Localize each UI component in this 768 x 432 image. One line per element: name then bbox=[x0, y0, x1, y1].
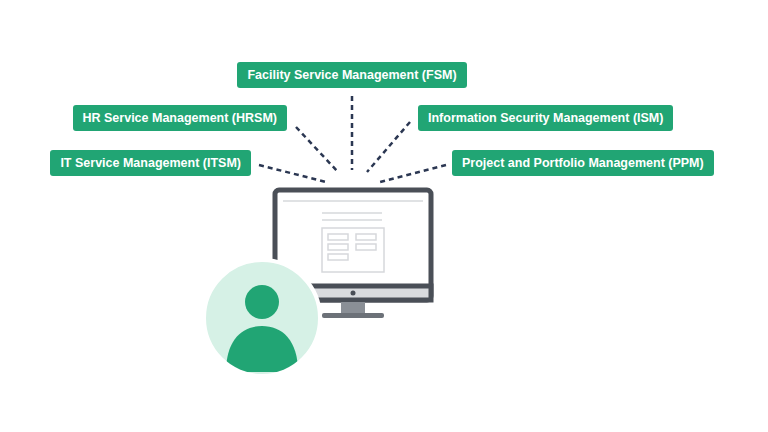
avatar-circle bbox=[204, 260, 320, 376]
dashed-line bbox=[351, 96, 354, 170]
service-label: Project and Portfolio Management (PPM) bbox=[462, 157, 704, 170]
service-label-box: Project and Portfolio Management (PPM) bbox=[452, 150, 714, 176]
user-avatar bbox=[204, 260, 320, 376]
service-label: Information Security Management (ISM) bbox=[428, 112, 663, 125]
avatar-body bbox=[226, 326, 298, 372]
monitor-neck bbox=[341, 302, 365, 314]
service-label: HR Service Management (HRSM) bbox=[83, 112, 278, 125]
avatar-head bbox=[245, 285, 279, 319]
service-label-box: HR Service Management (HRSM) bbox=[73, 105, 288, 131]
screen-content bbox=[283, 201, 423, 272]
service-label-box: Information Security Management (ISM) bbox=[418, 105, 673, 131]
dashed-line bbox=[367, 122, 410, 172]
service-label: Facility Service Management (FSM) bbox=[247, 69, 456, 82]
service-label-box: IT Service Management (ITSM) bbox=[50, 150, 251, 176]
service-label-box: Facility Service Management (FSM) bbox=[237, 62, 466, 88]
dashed-line bbox=[259, 165, 326, 182]
dashed-line bbox=[296, 127, 338, 172]
monitor-base bbox=[322, 313, 384, 318]
dashed-line bbox=[380, 165, 446, 182]
service-label: IT Service Management (ITSM) bbox=[60, 157, 241, 170]
monitor-dot bbox=[351, 291, 356, 296]
